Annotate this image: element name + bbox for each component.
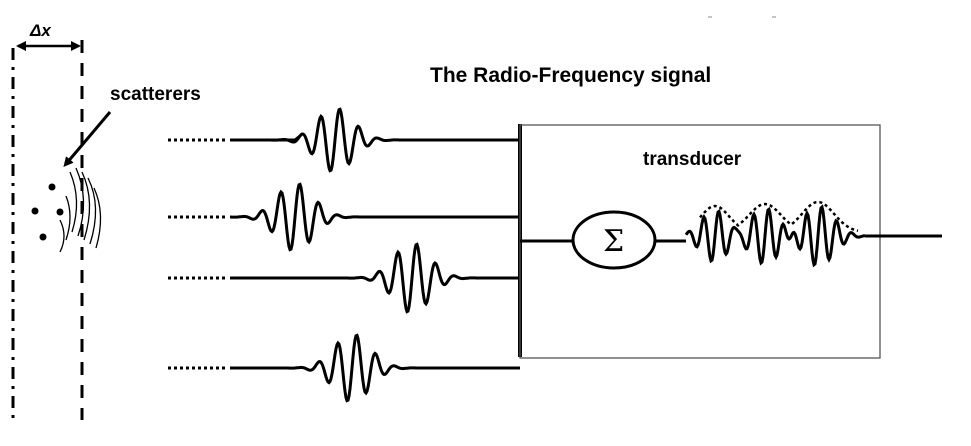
wave-packets [230, 107, 520, 403]
transducer-label: transducer [643, 149, 742, 170]
diagram-title: The Radio-Frequency signal [430, 64, 711, 87]
scatterer-dot [39, 233, 47, 241]
scatterers-label: scatterers [110, 84, 201, 105]
sum-symbol: Σ [603, 224, 624, 259]
wave-packet-1 [230, 107, 520, 173]
scatterer-dot [31, 207, 39, 215]
delta-x-label: Δx [29, 21, 52, 40]
arrow-icon [63, 111, 112, 168]
signal-envelope [699, 200, 859, 232]
wave-packet-4 [230, 333, 520, 403]
wavefront-icon [59, 167, 102, 253]
summed-rf-signal [684, 204, 866, 268]
wave-packet-2 [230, 182, 520, 252]
scatterer-dot [48, 183, 56, 191]
wave-packet-3 [230, 242, 520, 314]
scatterer-dot-icon [31, 183, 64, 241]
scatterer-dot [56, 208, 64, 216]
